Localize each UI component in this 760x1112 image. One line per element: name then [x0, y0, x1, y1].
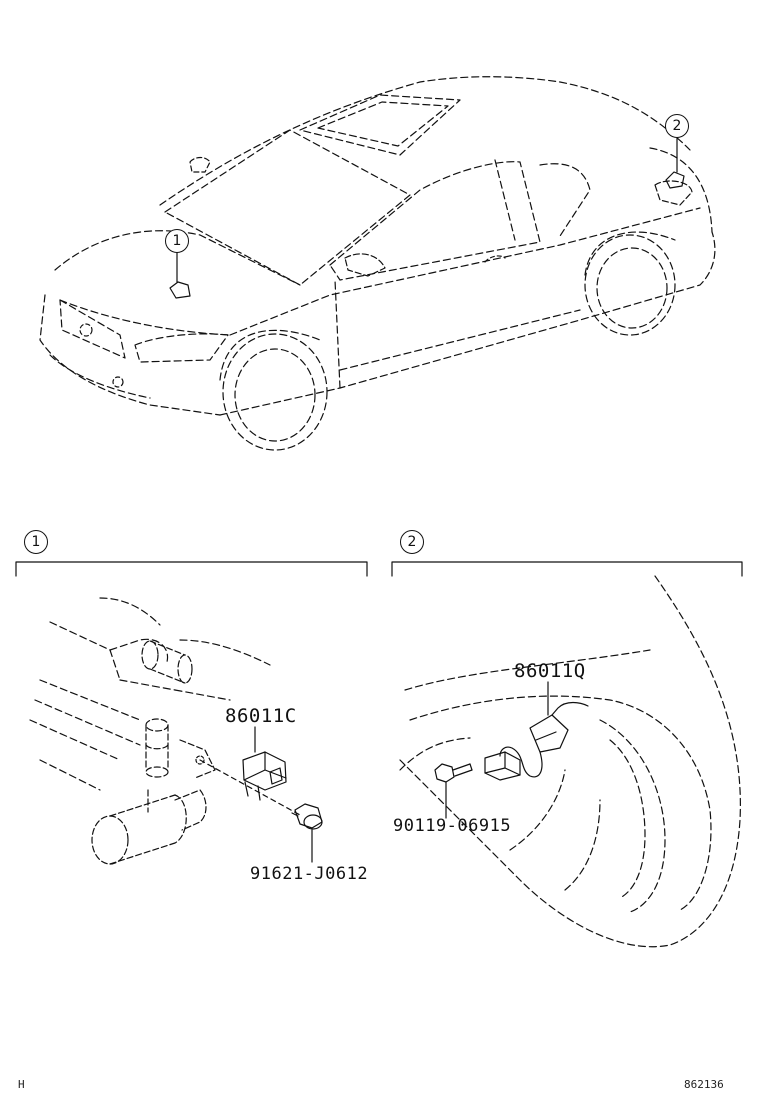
part-label-sensor-rear: 86011Q [514, 660, 586, 682]
footer-illustration-number: 862136 [684, 1078, 724, 1091]
footer-left-code: H [18, 1078, 25, 1091]
part-label-sensor-front: 86011C [225, 705, 297, 727]
section-callout-1: 1 [24, 530, 48, 554]
part-label-bolt-rear: 90119-06915 [393, 816, 512, 836]
car-illustration [39, 76, 716, 451]
section-callout-2: 2 [400, 530, 424, 554]
section-brackets [15, 561, 743, 577]
callout-rear-sensor: 2 [665, 114, 689, 138]
callout-front-sensor: 1 [165, 229, 189, 253]
front-sensor-bracket-drawing [29, 597, 323, 865]
rear-bumper-drawing [399, 575, 741, 948]
part-label-bolt-front: 91621-J0612 [250, 864, 369, 884]
